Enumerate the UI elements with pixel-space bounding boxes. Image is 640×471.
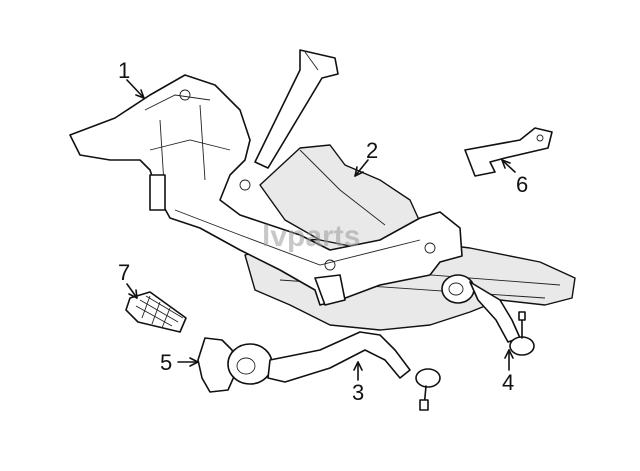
subframe bbox=[69, 74, 463, 306]
control-arm-part-4 bbox=[441, 274, 535, 356]
callout-2: 2 bbox=[366, 138, 378, 163]
callout-7: 7 bbox=[118, 260, 130, 285]
control-arm-part-3 bbox=[197, 331, 441, 411]
callout-1: 1 bbox=[118, 58, 130, 83]
callout-arrows bbox=[126, 79, 516, 381]
diagonal-brace bbox=[254, 49, 339, 169]
air-guide-part-7 bbox=[125, 291, 187, 333]
callout-5: 5 bbox=[160, 350, 172, 375]
bracket-part-6 bbox=[464, 127, 553, 177]
callout-4: 4 bbox=[502, 370, 514, 395]
callout-3: 3 bbox=[352, 380, 364, 405]
watermark-text: lvparts bbox=[262, 220, 360, 253]
tunnel-plate bbox=[259, 144, 421, 249]
callout-6: 6 bbox=[516, 172, 528, 197]
